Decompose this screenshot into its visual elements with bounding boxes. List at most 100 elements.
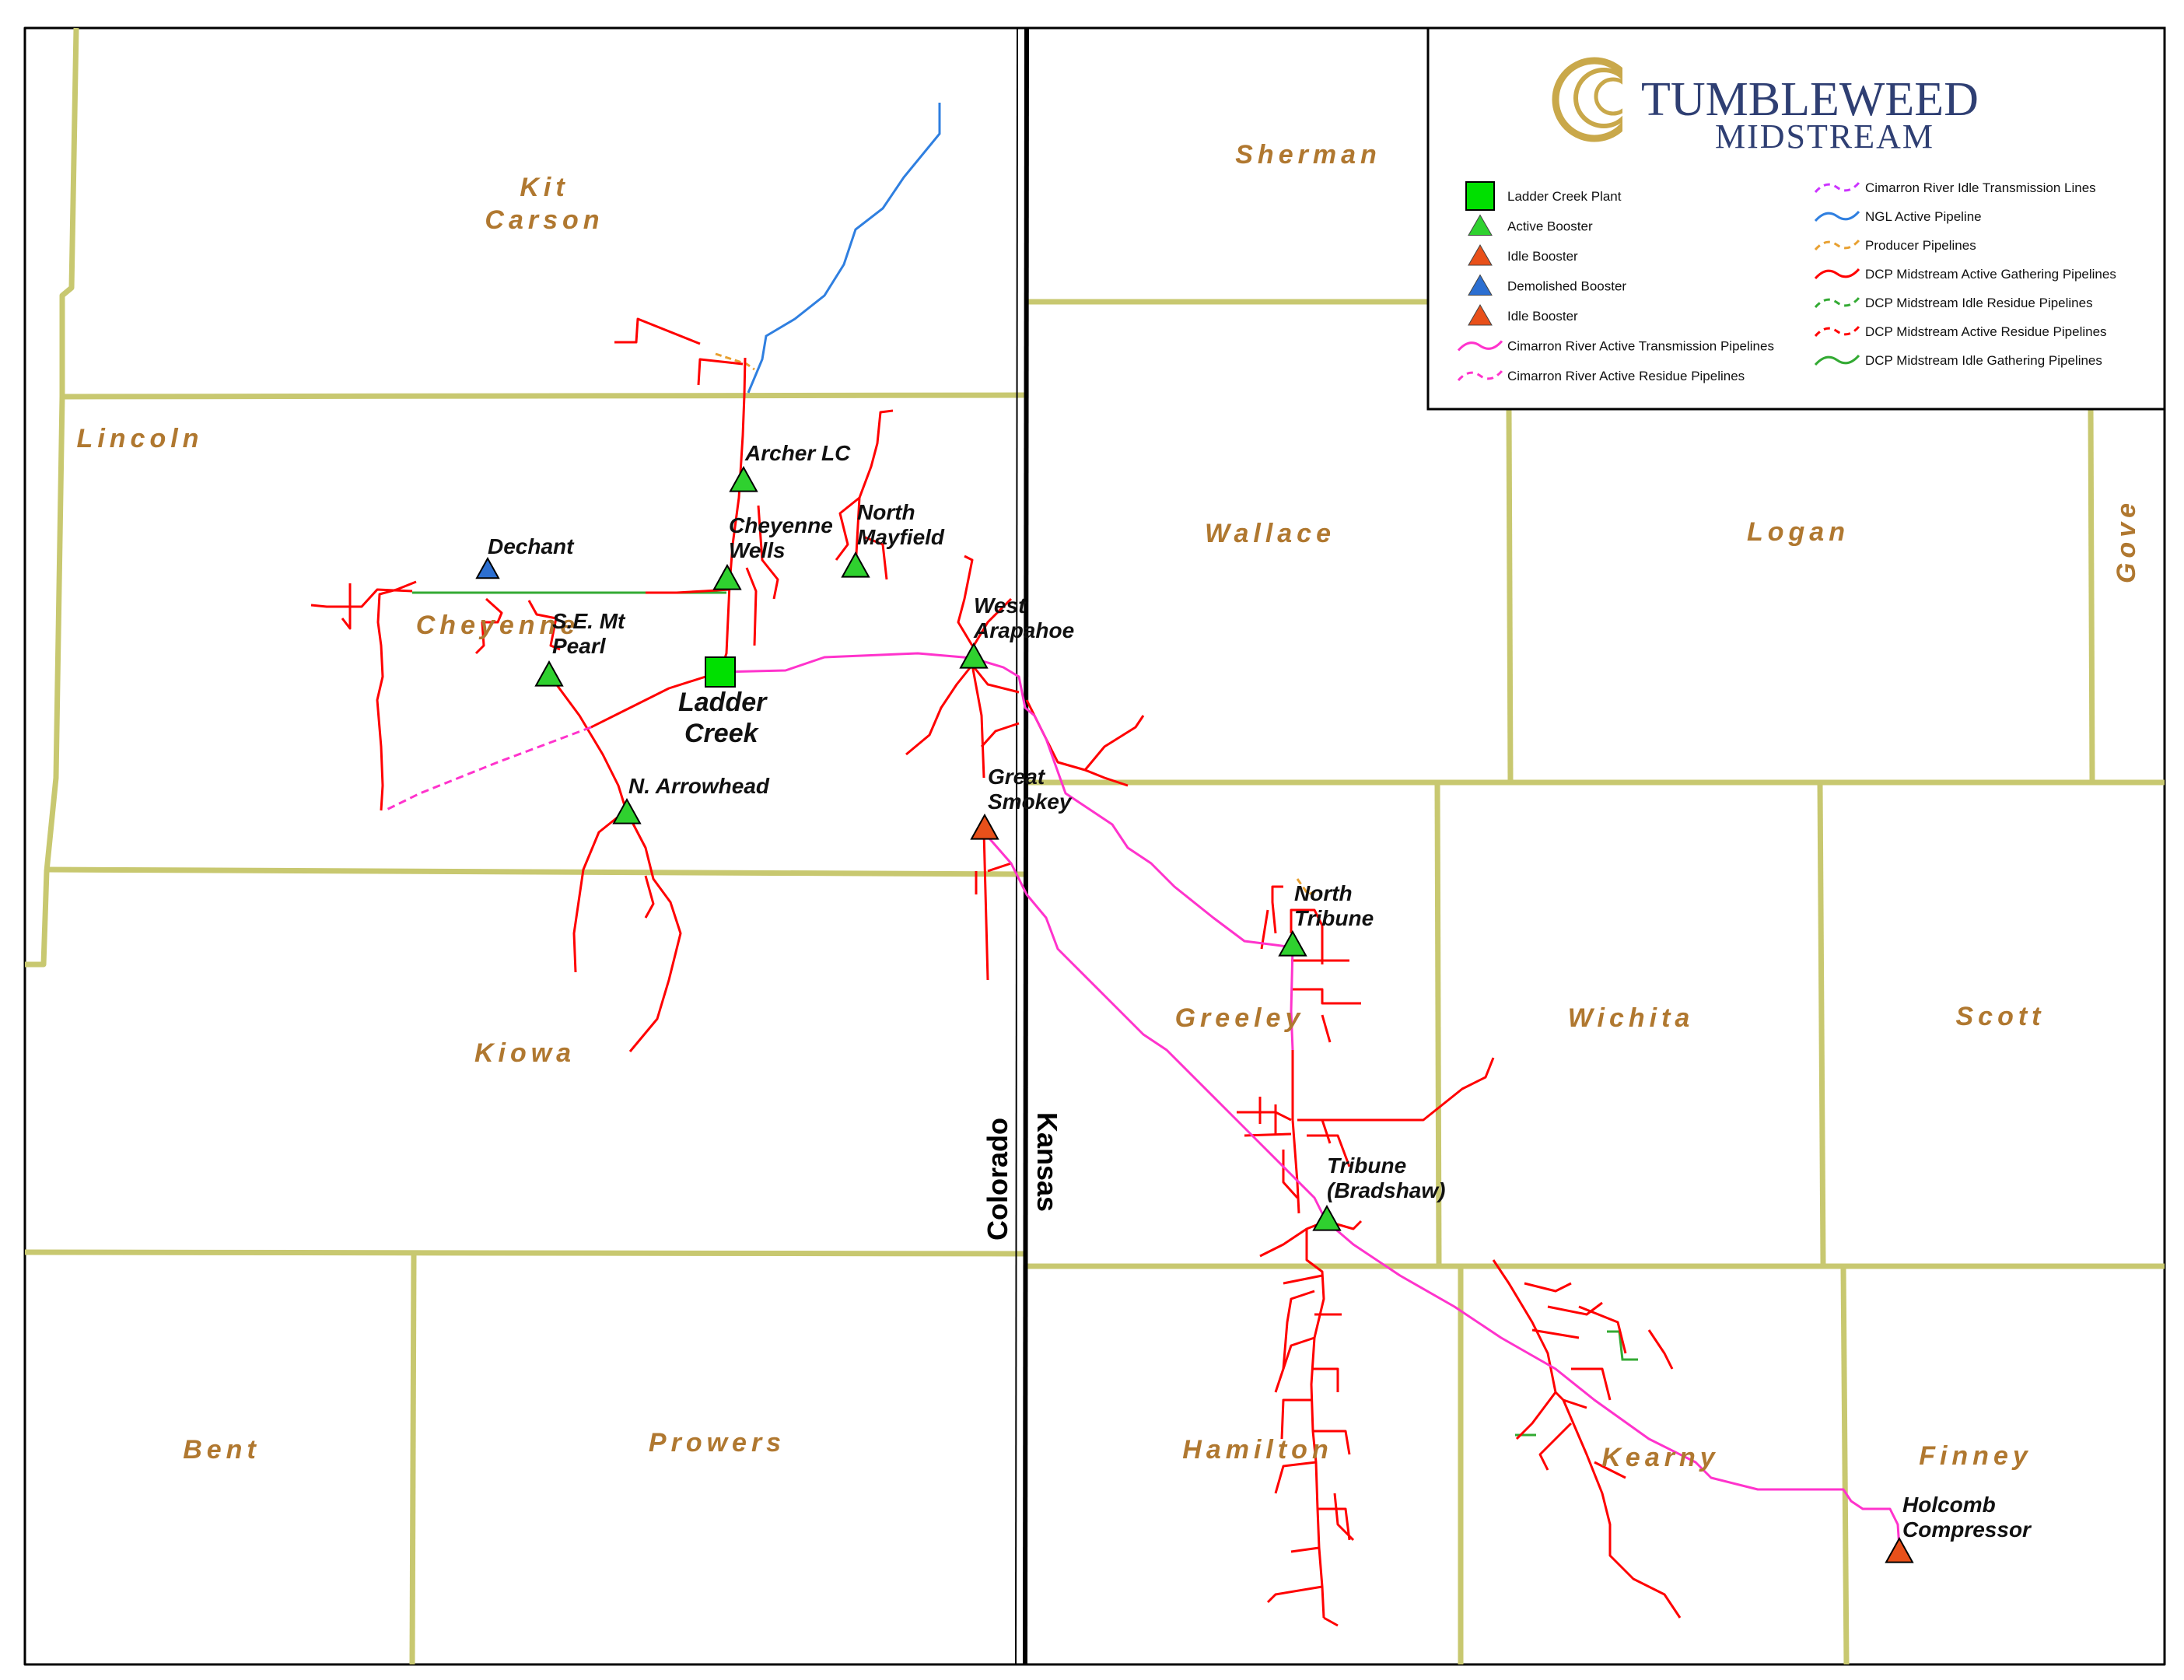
facility-label-line: Mayfield	[857, 525, 945, 549]
county-label-line: Finney	[1919, 1441, 2032, 1471]
county-label-line: Sherman	[1235, 140, 1381, 170]
county-label-line: Prowers	[649, 1428, 786, 1458]
legend: TUMBLEWEED MIDSTREAM Ladder Creek PlantA…	[1426, 26, 2166, 411]
county-label-line: Lincoln	[77, 424, 204, 453]
county-label-line: Carson	[485, 205, 604, 235]
county-borders	[23, 26, 2166, 1666]
facility-label-line: Tribune	[1294, 906, 1374, 930]
active-booster-triangle-icon	[729, 465, 758, 492]
facility-label-line: Smokey	[988, 789, 1073, 814]
ladder-creek-plant-legend-icon	[1465, 181, 1495, 211]
active-booster-triangle-icon	[959, 642, 989, 669]
county-label-kearny: Kearny	[1601, 1443, 1719, 1472]
county-label-line: Kiowa	[474, 1038, 576, 1068]
legend-label-demolished-booster: Demolished Booster	[1507, 279, 1626, 294]
cimarron-active-residue-legend-icon	[1457, 369, 1503, 382]
ngl-active-legend-icon	[1814, 210, 1860, 222]
state-label-colorado: Colorado	[982, 1118, 1013, 1241]
facility-label-line: Dechant	[488, 534, 575, 558]
facility-label-line: S.E. Mt	[552, 609, 626, 633]
active-booster-triangle-icon	[534, 660, 564, 687]
cimarron-active-residue-pipelines	[384, 726, 592, 812]
county-label-cheyenne: Cheyenne	[416, 611, 580, 640]
dcp-active-gathering-legend-icon	[1814, 268, 1860, 280]
cimarron-active-transmission-pipelines	[719, 652, 1901, 1549]
active-booster-triangle-icon	[1278, 929, 1307, 957]
facility-label-line: Compressor	[1902, 1517, 2032, 1542]
county-label-line: Gove	[2112, 499, 2141, 583]
cimarron-active-transmission-legend-icon	[1457, 340, 1503, 352]
active-booster-legend-icon	[1468, 214, 1493, 236]
facility-label-line: Tribune	[1327, 1153, 1406, 1178]
demolished-booster-triangle-icon	[475, 556, 500, 579]
county-label-greeley: Greeley	[1175, 1003, 1305, 1033]
county-label-logan: Logan	[1747, 517, 1850, 547]
demolished-booster-legend-icon	[1468, 274, 1493, 296]
legend-label-dcp-active-residue: DCP Midstream Active Residue Pipelines	[1865, 324, 2107, 339]
county-label-wichita: Wichita	[1568, 1003, 1695, 1033]
county-label-sherman: Sherman	[1235, 140, 1381, 170]
county-label-lincoln: Lincoln	[77, 424, 204, 453]
idle-booster-1-legend-icon	[1468, 243, 1493, 266]
legend-label-cimarron-active-transmission: Cimarron River Active Transmission Pipel…	[1507, 339, 1774, 354]
active-booster-triangle-icon	[712, 563, 742, 590]
facility-label-line: North	[1294, 881, 1353, 905]
idle-booster-triangle-icon	[1885, 1536, 1914, 1563]
legend-label-active-booster: Active Booster	[1507, 219, 1593, 234]
brand-subname: MIDSTREAM	[1715, 117, 1934, 156]
dcp-idle-gathering-legend-icon	[1814, 354, 1860, 366]
dcp-idle-residue-legend-icon	[1814, 296, 1860, 309]
county-label-line: Hamilton	[1182, 1435, 1332, 1465]
producer-legend-icon	[1814, 239, 1860, 251]
county-label-scott: Scott	[1956, 1002, 2046, 1031]
dcp-active-residue-legend-icon	[1814, 325, 1860, 338]
facility-label-line: Holcomb	[1902, 1493, 1996, 1517]
county-label-hamilton: Hamilton	[1182, 1435, 1332, 1465]
facility-label-line: (Bradshaw)	[1327, 1178, 1445, 1202]
county-label-line: Cheyenne	[416, 611, 580, 640]
facility-label-line: Pearl	[552, 634, 607, 658]
ngl-active-pipeline	[747, 103, 941, 394]
facility-label-line: Great	[988, 765, 1046, 789]
county-label-line: Scott	[1956, 1002, 2046, 1031]
colorado-kansas-state-line	[1015, 27, 1029, 1665]
cimarron-idle-transmission-legend-icon	[1814, 181, 1860, 194]
county-label-line: Kearny	[1601, 1443, 1719, 1472]
facility-label-line: Ladder	[678, 688, 768, 717]
brand-name: TUMBLEWEED	[1641, 73, 1979, 126]
facility-label-line: Creek	[684, 719, 760, 748]
county-label-line: Wallace	[1205, 519, 1335, 548]
legend-label-ladder-creek-plant: Ladder Creek Plant	[1507, 189, 1622, 204]
county-label-line: Logan	[1747, 517, 1850, 547]
active-booster-triangle-icon	[612, 797, 642, 824]
facility-label-line: Wells	[729, 538, 786, 562]
county-label-gove: Gove	[2112, 499, 2141, 583]
legend-label-dcp-idle-residue: DCP Midstream Idle Residue Pipelines	[1865, 296, 2093, 310]
facility-label-line: North	[857, 500, 915, 524]
facility-label-line: N. Arrowhead	[628, 774, 770, 798]
legend-label-cimarron-active-residue: Cimarron River Active Residue Pipelines	[1507, 369, 1745, 383]
facility-label-line: Cheyenne	[729, 513, 833, 537]
legend-label-ngl-active: NGL Active Pipeline	[1865, 209, 1982, 224]
county-label-finney: Finney	[1919, 1441, 2032, 1471]
county-label-wallace: Wallace	[1205, 519, 1335, 548]
producer-pipelines	[715, 352, 1318, 896]
facility-label-line: Archer LC	[744, 441, 851, 465]
county-label-line: Wichita	[1568, 1003, 1695, 1033]
county-label-prowers: Prowers	[649, 1428, 786, 1458]
legend-label-cimarron-idle-transmission: Cimarron River Idle Transmission Lines	[1865, 180, 2096, 195]
facility-label-archer-lc: Archer LC	[744, 441, 851, 465]
active-booster-triangle-icon	[1312, 1204, 1342, 1231]
facility-label-dechant: Dechant	[488, 534, 575, 558]
county-label-line: Bent	[183, 1435, 261, 1465]
